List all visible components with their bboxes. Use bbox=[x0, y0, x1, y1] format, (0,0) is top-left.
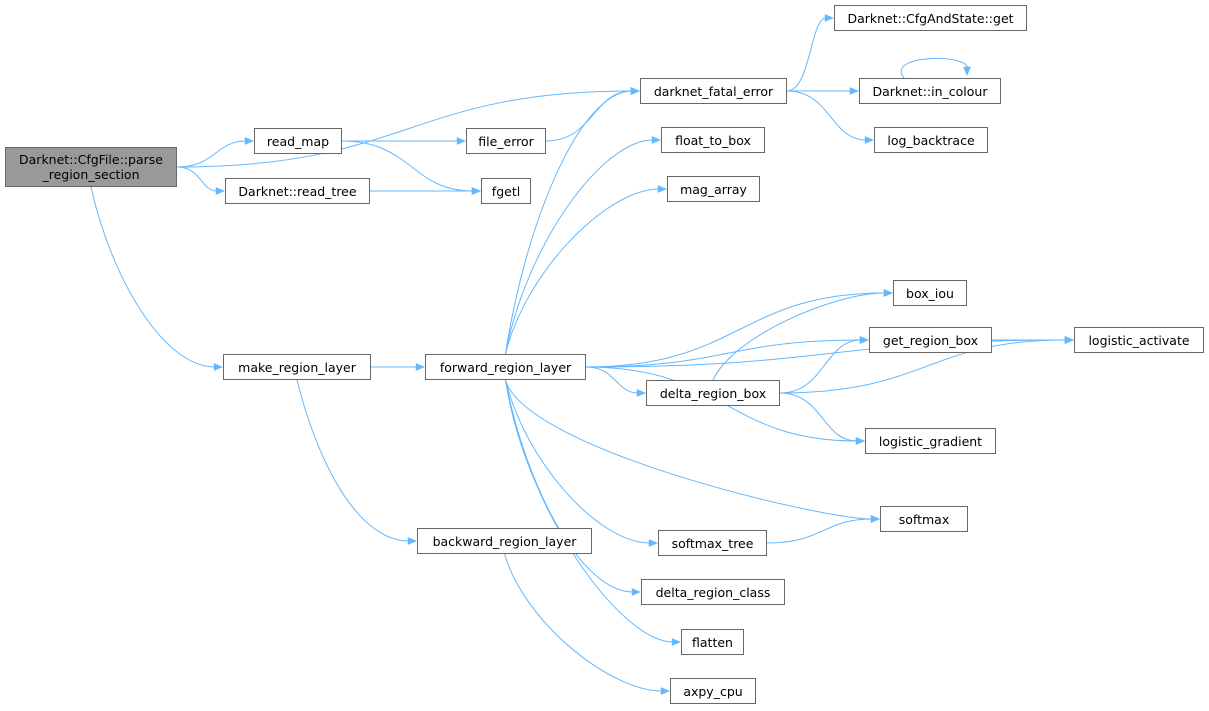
arrowhead bbox=[215, 187, 225, 195]
edge-delta_region_box-to-logistic_gradient bbox=[779, 392, 858, 442]
edge-make_region_layer-to-backward_region_layer bbox=[296, 379, 410, 542]
node-logistic-gradient[interactable]: logistic_gradient bbox=[865, 428, 996, 454]
node-cfg-get[interactable]: Darknet::CfgAndState::get bbox=[834, 5, 1027, 31]
node-read-map[interactable]: read_map bbox=[254, 128, 342, 154]
node-darknet-fatal-error[interactable]: darknet_fatal_error bbox=[640, 78, 787, 104]
arrowhead bbox=[213, 363, 223, 371]
node-mag-array[interactable]: mag_array bbox=[667, 176, 760, 202]
node-make-region-layer[interactable]: make_region_layer bbox=[223, 354, 371, 380]
node-in-colour[interactable]: Darknet::in_colour bbox=[859, 78, 1001, 104]
arrowhead bbox=[648, 539, 658, 547]
arrowhead bbox=[1064, 336, 1074, 344]
edge-delta_region_box-to-logistic_activate bbox=[779, 339, 1067, 394]
arrowhead bbox=[657, 185, 667, 193]
edge-forward_region_layer-to-delta_region_class bbox=[505, 379, 634, 593]
arrowhead bbox=[859, 336, 869, 344]
arrowhead bbox=[244, 137, 254, 145]
edge-forward_region_layer-to-softmax bbox=[505, 379, 873, 520]
edge-file_error-to-darknet_fatal_error bbox=[545, 90, 633, 142]
edge-softmax_tree-to-softmax bbox=[766, 518, 873, 544]
node-file-error[interactable]: file_error bbox=[466, 128, 546, 154]
arrowhead bbox=[660, 687, 670, 695]
arrowhead bbox=[636, 389, 646, 397]
node-read-tree[interactable]: Darknet::read_tree bbox=[225, 178, 370, 204]
edge-parse-to-make_region_layer bbox=[90, 186, 216, 368]
edge-forward_region_layer-to-box_iou bbox=[585, 292, 886, 368]
edge-parse-to-read_map bbox=[176, 140, 247, 168]
arrowhead bbox=[415, 363, 425, 371]
edge-forward_region_layer-to-softmax_tree bbox=[505, 379, 651, 544]
edge-parse-to-darknet_fatal_error bbox=[176, 90, 633, 168]
edge-darknet_fatal_error-to-log_backtrace bbox=[786, 90, 867, 141]
arrowhead bbox=[456, 137, 466, 145]
node-delta-region-class[interactable]: delta_region_class bbox=[641, 579, 785, 605]
node-axpy-cpu[interactable]: axpy_cpu bbox=[670, 678, 756, 704]
edge-forward_region_layer-to-float_to_box bbox=[505, 139, 654, 355]
edge-delta_region_box-to-box_iou bbox=[712, 292, 886, 381]
node-float-to-box[interactable]: float_to_box bbox=[661, 127, 765, 153]
node-log-backtrace[interactable]: log_backtrace bbox=[874, 127, 988, 153]
node-softmax[interactable]: softmax bbox=[880, 506, 968, 532]
arrowhead bbox=[671, 638, 681, 646]
node-softmax-tree[interactable]: softmax_tree bbox=[658, 530, 767, 556]
edge-forward_region_layer-to-get_region_box bbox=[585, 339, 862, 368]
arrowhead bbox=[651, 136, 661, 144]
node-backward-region-layer[interactable]: backward_region_layer bbox=[417, 528, 592, 554]
edge-backward_region_layer-to-axpy_cpu bbox=[504, 553, 663, 692]
node-box-iou[interactable]: box_iou bbox=[893, 280, 967, 306]
node-parse[interactable]: Darknet::CfgFile::parse _region_section bbox=[5, 147, 177, 187]
arrowhead bbox=[870, 515, 880, 523]
node-forward-region-layer[interactable]: forward_region_layer bbox=[425, 354, 586, 380]
edge-delta_region_box-to-get_region_box bbox=[779, 339, 862, 394]
node-get-region-box[interactable]: get_region_box bbox=[869, 327, 992, 353]
edge-forward_region_layer-to-darknet_fatal_error bbox=[505, 90, 633, 355]
node-fgetl[interactable]: fgetl bbox=[481, 178, 531, 204]
node-flatten[interactable]: flatten bbox=[681, 629, 744, 655]
arrowhead bbox=[471, 187, 481, 195]
edge-forward_region_layer-to-delta_region_box bbox=[585, 366, 639, 394]
arrowhead bbox=[824, 14, 834, 22]
node-logistic-activate[interactable]: logistic_activate bbox=[1074, 327, 1204, 353]
arrowhead bbox=[630, 87, 640, 95]
edge-forward_region_layer-to-flatten bbox=[505, 379, 674, 643]
node-delta-region-box[interactable]: delta_region_box bbox=[646, 380, 780, 406]
edge-read_map-to-fgetl bbox=[341, 140, 474, 192]
arrowhead bbox=[855, 437, 865, 445]
arrowhead bbox=[963, 66, 971, 76]
arrowhead bbox=[883, 289, 893, 297]
arrowhead bbox=[407, 537, 417, 545]
edge-parse-to-read_tree bbox=[176, 166, 218, 192]
edge-forward_region_layer-to-mag_array bbox=[505, 188, 660, 355]
arrowhead bbox=[849, 87, 859, 95]
arrowhead bbox=[864, 136, 874, 144]
edge-darknet_fatal_error-to-cfg_get bbox=[786, 17, 827, 92]
arrowhead bbox=[631, 588, 641, 596]
edge-in_colour-to-in_colour bbox=[900, 57, 969, 79]
